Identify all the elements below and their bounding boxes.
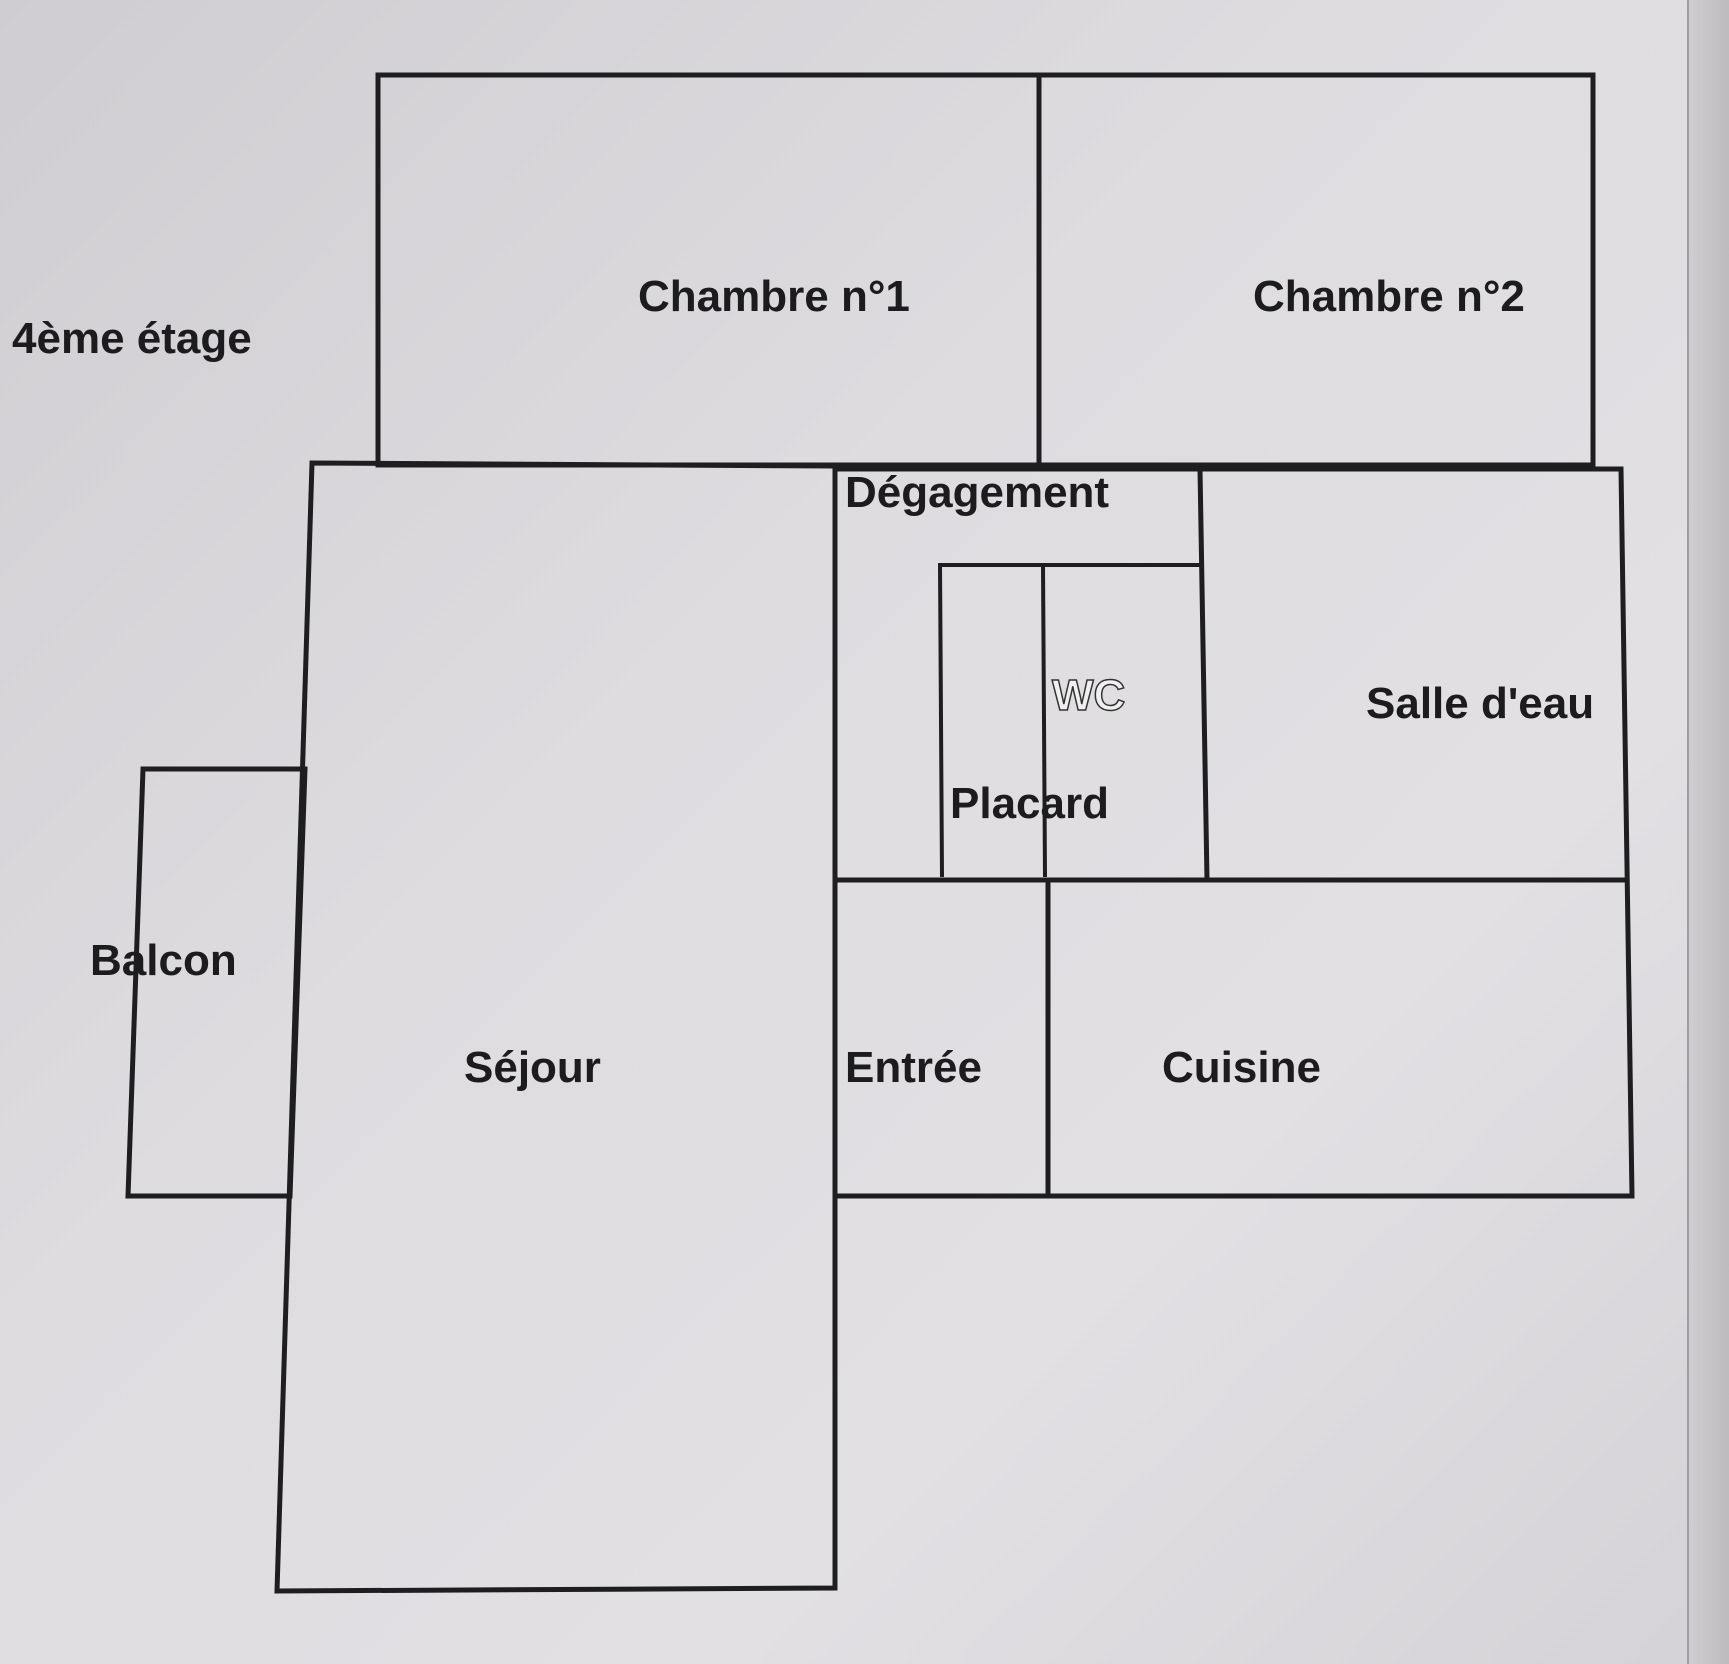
wc-divider-wall [1041, 564, 1047, 878]
room-label-cuisine: Cuisine [1162, 1043, 1321, 1092]
floor-label: 4ème étage [12, 314, 252, 363]
room-label-balcon: Balcon [90, 936, 237, 985]
room-label-placard: Placard [950, 779, 1109, 828]
room-label-degagement: Dégagement [845, 468, 1109, 517]
sejour-wall [274, 460, 838, 1594]
right-block-wall [832, 466, 1635, 1199]
chambres-block-wall [375, 72, 1596, 468]
room-label-chambre2: Chambre n°2 [1253, 272, 1525, 321]
placard-wall [937, 563, 1200, 878]
room-label-chambre1: Chambre n°1 [638, 272, 910, 321]
room-label-wc: WC [1052, 671, 1125, 720]
room-label-sejour: Séjour [464, 1043, 601, 1092]
room-label-salle-eau: Salle d'eau [1366, 679, 1594, 728]
room-label-entree: Entrée [845, 1043, 982, 1092]
salle-eau-wall [1197, 468, 1210, 881]
balcon-wall [125, 766, 308, 1199]
page-edge [1687, 0, 1729, 1664]
